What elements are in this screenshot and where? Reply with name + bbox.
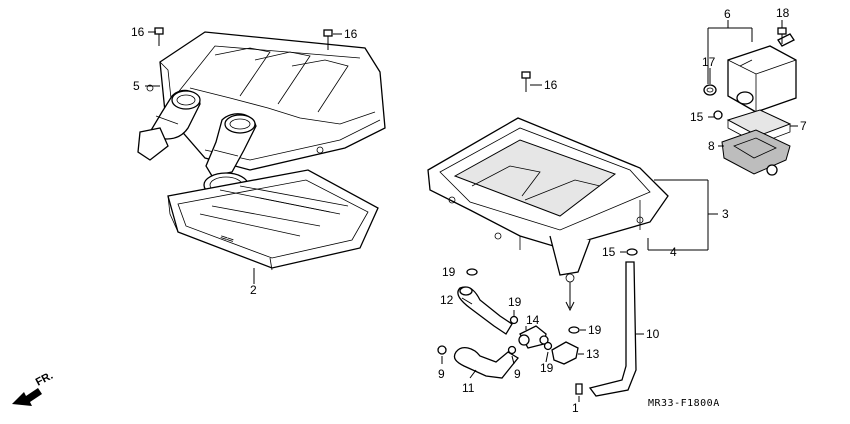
callout-14: 14 — [526, 313, 540, 327]
clip-19-mid — [509, 315, 519, 325]
callout-19-right: 19 — [588, 323, 602, 337]
callout-4: 4 — [670, 245, 677, 259]
callout-2: 2 — [250, 283, 257, 297]
callout-12: 12 — [440, 293, 454, 307]
callout-19-low: 19 — [540, 361, 554, 375]
air-cleaner-case — [427, 117, 669, 283]
callout-9-right: 9 — [514, 367, 521, 381]
joint-14 — [518, 325, 549, 349]
svg-text:══: ══ — [218, 232, 235, 247]
front-direction-arrow-icon — [12, 388, 42, 406]
bolt-16-case — [521, 71, 531, 92]
callout-15-lower: 15 — [602, 245, 616, 259]
callout-1: 1 — [572, 401, 579, 415]
callout-17: 17 — [702, 55, 716, 69]
callout-19-mid: 19 — [508, 295, 522, 309]
callout-9-left: 9 — [438, 367, 445, 381]
plug-1 — [575, 383, 583, 395]
callout-16-right: 16 — [344, 27, 358, 41]
clip-9-right — [507, 345, 517, 355]
clip-19-right — [568, 326, 580, 334]
callout-labels: 1 2 3 4 5 6 7 8 9 9 10 11 12 13 14 15 15… — [131, 6, 807, 415]
clip-15-lower — [626, 248, 638, 256]
hose-12 — [457, 286, 513, 335]
air-cleaner-element: ══ — [167, 169, 379, 271]
clip-19-top — [466, 268, 478, 276]
breather-cover — [721, 129, 791, 176]
callout-16-left: 16 — [131, 25, 145, 39]
callout-8: 8 — [708, 139, 715, 153]
callout-16-case: 16 — [544, 78, 558, 92]
hose-10 — [588, 261, 637, 397]
callout-6: 6 — [724, 7, 731, 21]
callout-3: 3 — [722, 207, 729, 221]
callout-11: 11 — [462, 381, 475, 395]
clip-19-low — [543, 341, 553, 351]
callout-15-upper: 15 — [690, 110, 704, 124]
diagram-code: MR33-F1800A — [648, 398, 720, 409]
grommet-17 — [703, 84, 717, 96]
callout-7: 7 — [800, 119, 807, 133]
leader-lines — [145, 20, 798, 402]
callout-13: 13 — [586, 347, 600, 361]
hose-11 — [453, 346, 519, 379]
callout-18: 18 — [776, 6, 790, 20]
direction-label: FR. — [34, 370, 55, 389]
callout-19-top: 19 — [442, 265, 456, 279]
clip-9-left — [437, 345, 447, 355]
callout-5: 5 — [133, 79, 140, 93]
callout-10: 10 — [646, 327, 660, 341]
clip-15-upper — [713, 110, 723, 120]
hose-13 — [551, 341, 579, 365]
bolt-16-right — [323, 29, 333, 50]
bolt-16-left — [154, 27, 164, 46]
air-cleaner-cover — [146, 31, 386, 171]
breather-box — [727, 33, 797, 113]
